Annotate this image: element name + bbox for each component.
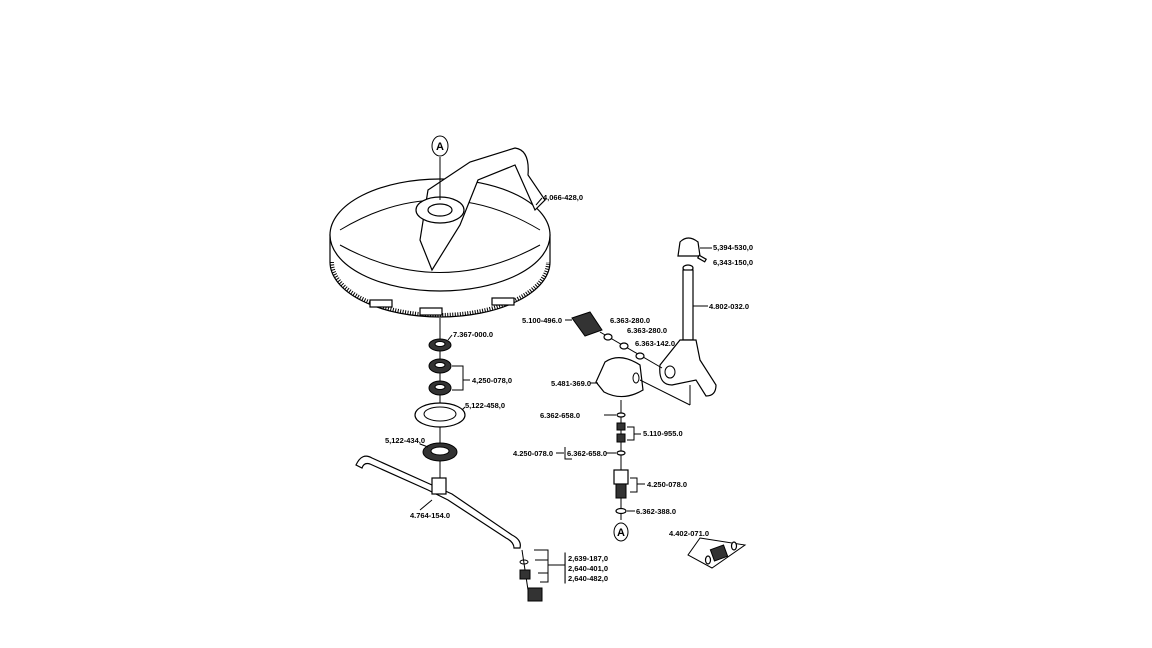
label-oring-1: 6.363-280.0 [610, 316, 650, 325]
label-kit-oring: 6.362-658.0 [567, 449, 607, 458]
handle-assembly [659, 237, 717, 397]
label-nozzle-c: 2,640-482,0 [568, 574, 608, 583]
svg-text:A: A [617, 527, 625, 539]
label-seal-top: 7.367-000.0 [453, 330, 493, 339]
label-fitting: 5.110-955.0 [643, 429, 683, 438]
label-nozzle-b: 2,640-401,0 [568, 564, 608, 573]
label-seal-bottom: 5,122-434,0 [385, 436, 425, 445]
label-oring-3: 6.363-142.0 [635, 339, 675, 348]
callout-a-bottom: A [613, 522, 629, 542]
label-valve: 5.100-496.0 [522, 316, 562, 325]
label-oring-2: 6.363-280.0 [627, 326, 667, 335]
surface-cleaner-disc [329, 147, 551, 318]
callout-a-top: A [431, 135, 449, 157]
label-handle-grip: 5,394-530,0 [713, 243, 753, 252]
label-adapter: 4.402-071.0 [669, 529, 709, 538]
svg-text:A: A [436, 141, 444, 153]
label-housing: 5.481-369.0 [551, 379, 591, 388]
label-kit-ref: 4.250-078.0 [513, 449, 553, 458]
spray-arm [355, 455, 521, 549]
label-main-disc: 4,066-428,0 [543, 193, 583, 202]
label-bearings: 4,250-078,0 [472, 376, 512, 385]
label-oring-4: 6.362-658.0 [540, 411, 580, 420]
label-spray-arm: 4.764-154.0 [410, 511, 450, 520]
label-swivel: 4.250-078.0 [647, 480, 687, 489]
label-pin: 6,343-150,0 [713, 258, 753, 267]
label-nozzle-a: 2,639-187,0 [568, 554, 608, 563]
label-handle-tube: 4.802-032.0 [709, 302, 749, 311]
label-oring-5: 6.362-388.0 [636, 507, 676, 516]
label-plate: 5,122-458,0 [465, 401, 505, 410]
